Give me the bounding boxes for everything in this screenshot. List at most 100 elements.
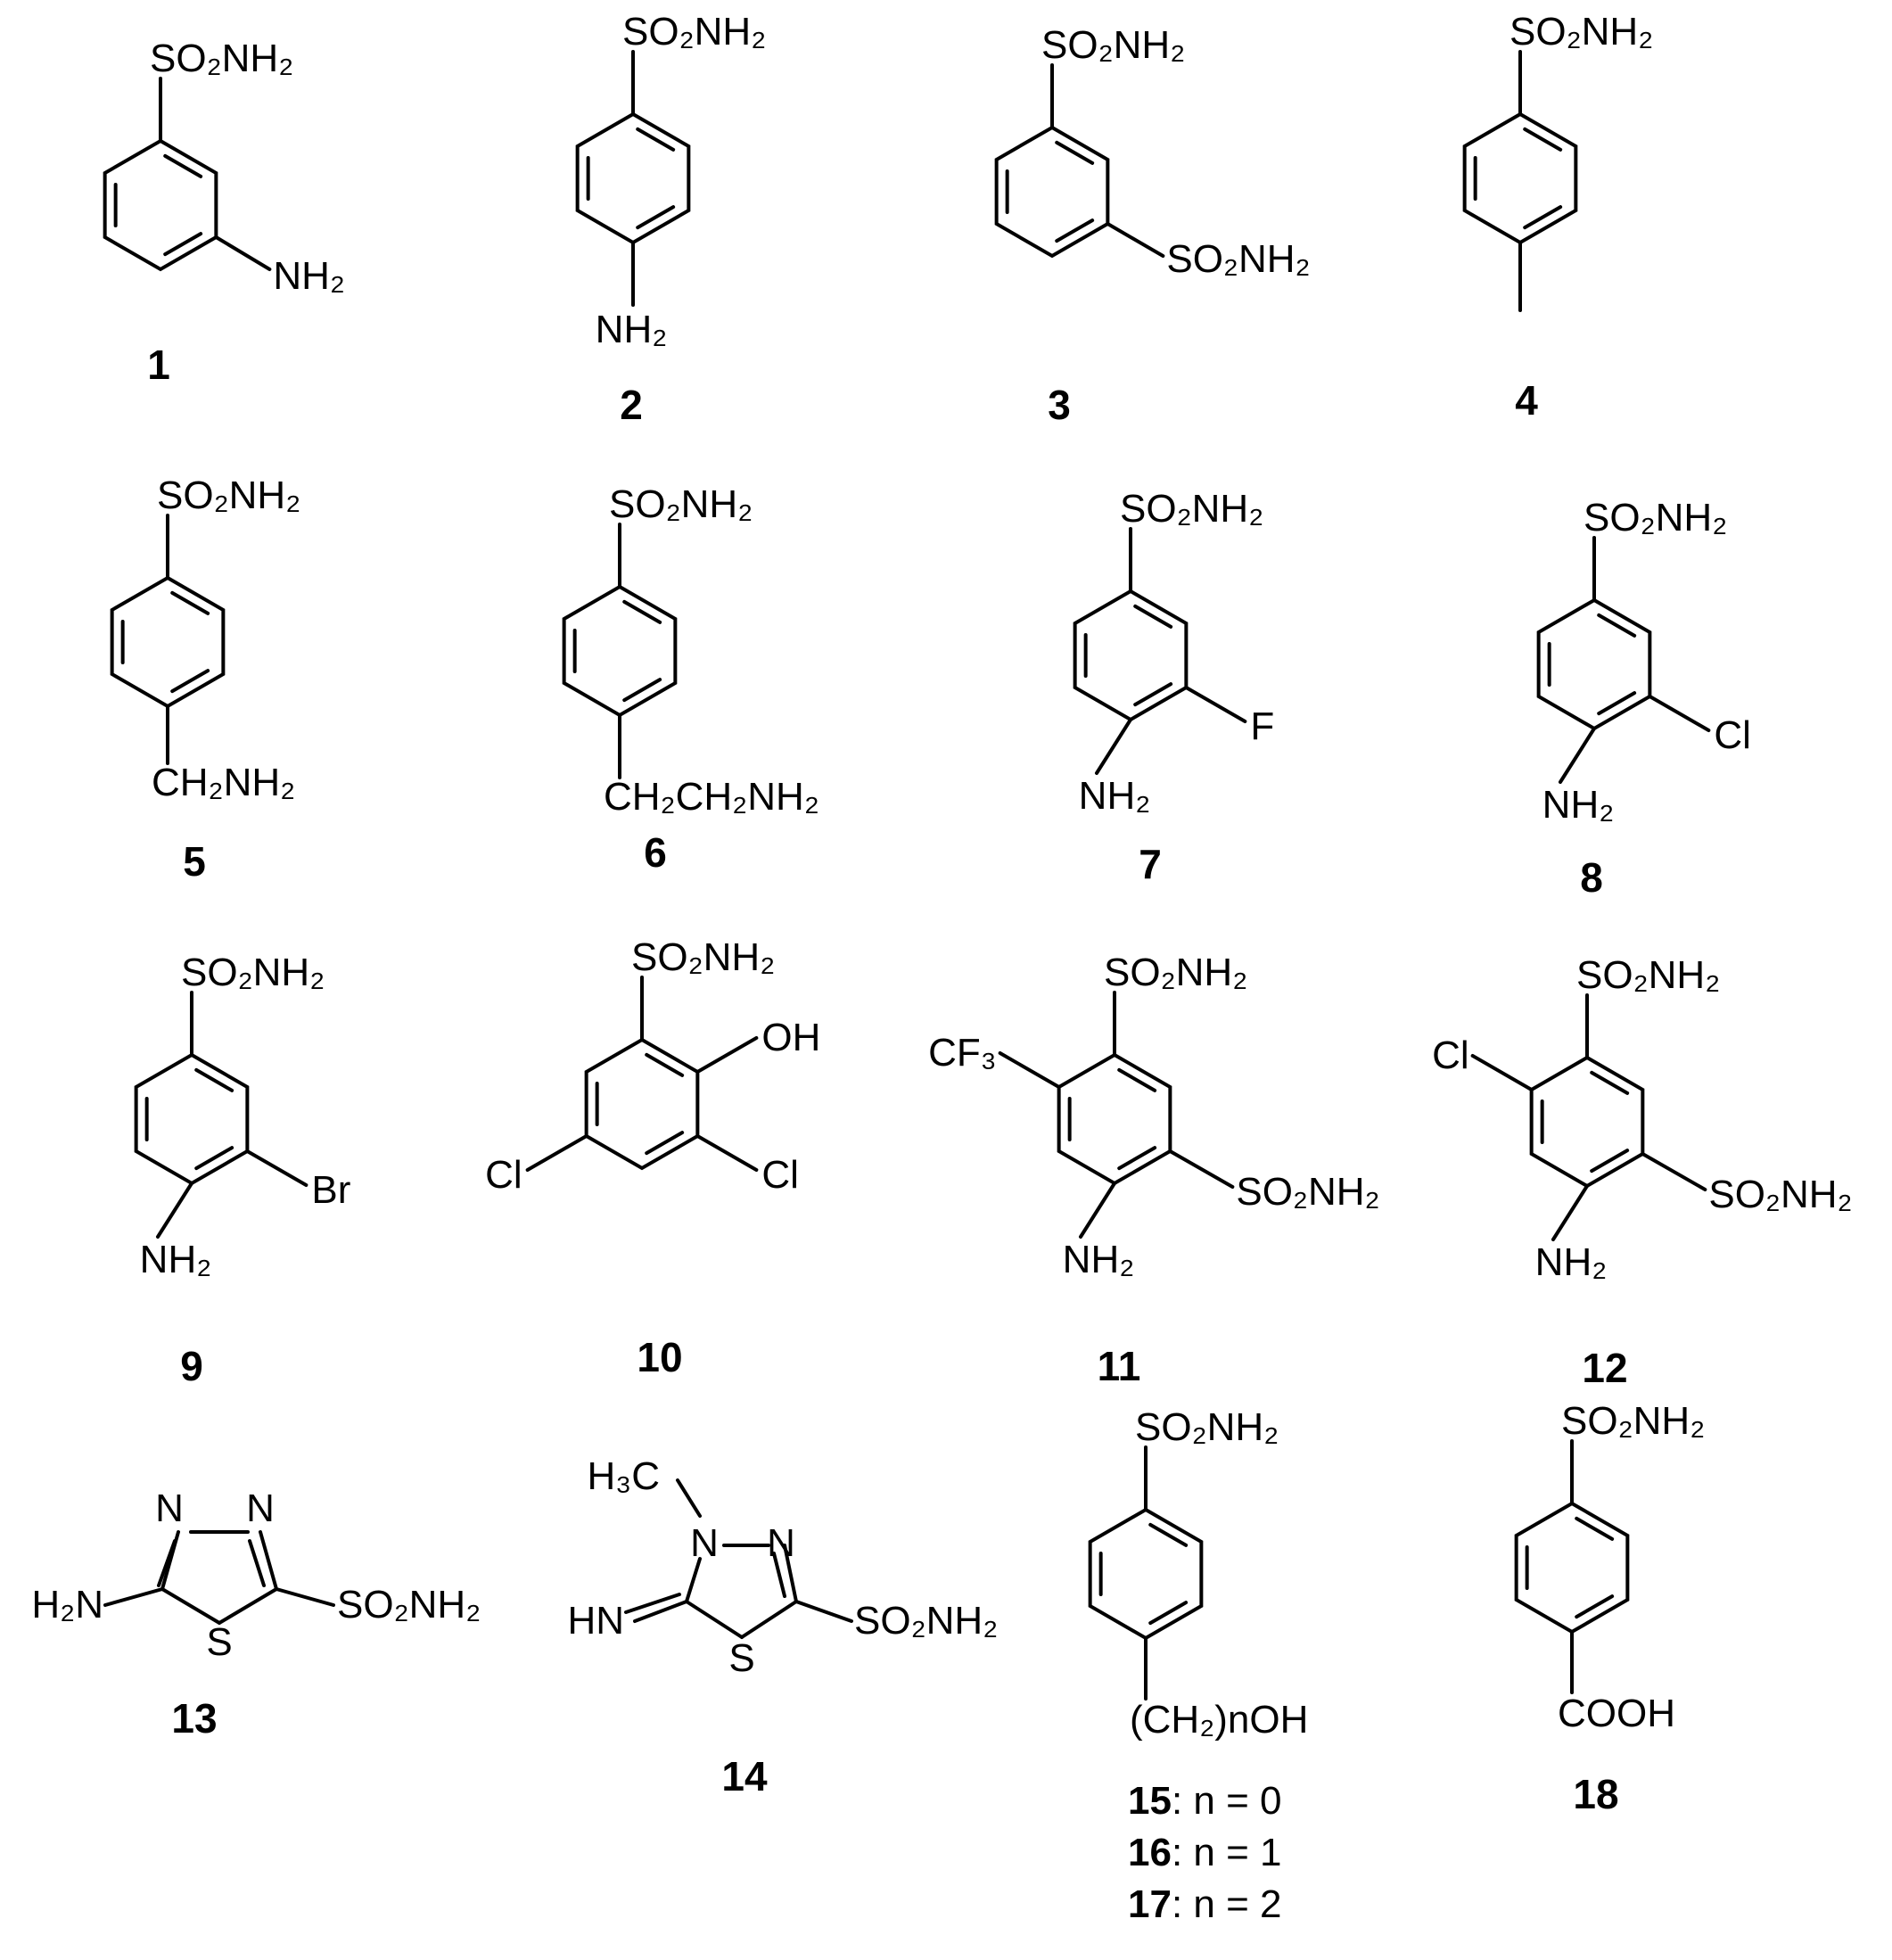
ring-s-label: S (206, 1620, 232, 1664)
compound-number: 7 (1139, 841, 1162, 887)
series-caption: 16: n = 1 (1128, 1831, 1282, 1874)
bond-line (633, 1600, 688, 1623)
ring-n-label: N (767, 1521, 795, 1565)
sulfonamide-label: SO₂NH₂ (150, 37, 293, 80)
double-bond-line (1133, 682, 1173, 707)
series-caption: 15: n = 0 (1128, 1779, 1282, 1823)
bond-line (1095, 718, 1132, 775)
bond-line (1648, 695, 1711, 732)
compound-number: 1 (147, 342, 170, 388)
ring-n-label: N (155, 1486, 184, 1530)
atom-label: SO₂NH₂ (1236, 1170, 1379, 1214)
methyl-label: H₃C (588, 1454, 660, 1498)
double-bond-line (1575, 1594, 1615, 1619)
atom-label: CF₃ (928, 1031, 997, 1075)
compound-number: 10 (637, 1334, 682, 1380)
double-bond-line (622, 678, 662, 703)
double-bond-line (645, 1052, 685, 1077)
bond-line (275, 1587, 335, 1607)
double-bond-line (1117, 1067, 1157, 1092)
atom-label: Cl (1432, 1034, 1469, 1077)
double-bond-line (1055, 140, 1095, 165)
double-bond-line (163, 153, 203, 178)
atom-label: SO₂NH₂ (1135, 1405, 1279, 1449)
bond-line (218, 1587, 278, 1625)
double-bond-line (1590, 1149, 1630, 1174)
atom-label: SO₂NH₂ (1120, 487, 1263, 531)
double-bond-line (163, 232, 203, 257)
benzene-ring (103, 138, 218, 272)
double-bond-line (1597, 691, 1637, 716)
bond-line (1106, 222, 1165, 258)
bond-line (685, 1600, 744, 1639)
atom-label: NH₂ (140, 1238, 212, 1281)
atom-label: SO₂NH₂ (1561, 1399, 1705, 1443)
bond-line (1551, 1184, 1589, 1241)
bond-line (245, 1149, 308, 1187)
benzene-ring (1073, 589, 1189, 722)
benzene-ring (562, 584, 678, 718)
bond-line (695, 1036, 759, 1074)
double-bond-line (157, 1539, 177, 1587)
double-bond-line (1148, 1522, 1189, 1547)
compound-number: 11 (1098, 1343, 1141, 1389)
atom-label: SO₂NH₂ (1166, 237, 1310, 281)
atom-label: OH (761, 1016, 820, 1059)
atom-label: (CH₂)nOH (1130, 1698, 1308, 1742)
bond-line (740, 1600, 798, 1639)
bonds-layer (103, 50, 1711, 1701)
ring-n-label: N (690, 1521, 719, 1565)
compound-number: 5 (183, 838, 206, 885)
compound-number: 18 (1573, 1771, 1618, 1817)
atom-label: SO₂NH₂ (1041, 23, 1185, 67)
double-bond-line (1055, 218, 1095, 243)
atom-label: SO₂NH₂ (1576, 953, 1720, 997)
double-bond-line (1590, 1070, 1630, 1095)
double-bond-line (772, 1552, 786, 1598)
bond-line (998, 1051, 1061, 1089)
atom-label: SO₂NH₂ (631, 935, 775, 979)
bond-line (525, 1134, 588, 1172)
atom-label: NH₂ (1063, 1238, 1135, 1281)
bond-line (156, 1182, 193, 1239)
compound-number: 14 (721, 1753, 768, 1799)
labels-layer: SO₂NH₂NH₂1SO₂NH₂NH₂2SO₂NH₂SO₂NH₂3SO₂NH₂4… (31, 10, 1852, 1926)
benzene-ring (584, 1037, 700, 1171)
compound-number: 9 (180, 1343, 203, 1389)
atom-label: Cl (1714, 713, 1751, 757)
benzene-ring (1057, 1052, 1172, 1186)
double-bond-line (1133, 604, 1173, 629)
compound-number: 4 (1515, 377, 1538, 424)
double-bond-line (1575, 1516, 1615, 1541)
double-bond-line (248, 1539, 266, 1587)
compound-number: 6 (644, 829, 667, 876)
double-bond-line (624, 1593, 681, 1614)
atom-label: NH₂ (1535, 1240, 1608, 1284)
atom-label: CH₂CH₂NH₂ (604, 775, 819, 819)
bond-line (1184, 686, 1247, 723)
double-bond-line (1523, 205, 1563, 230)
bond-line (1559, 727, 1596, 784)
benzene-ring (1088, 1507, 1204, 1641)
double-bond-line (1148, 1601, 1189, 1626)
atom-label: SO₂NH₂ (1509, 10, 1653, 54)
sulfonamide-label: SO₂NH₂ (854, 1599, 998, 1643)
double-bond-line (636, 127, 676, 152)
benzene-ring (1529, 1055, 1645, 1189)
atom-label: F (1250, 704, 1274, 748)
double-bond-line (622, 599, 662, 624)
atom-label: SO₂NH₂ (157, 474, 300, 517)
atom-label: NH₂ (596, 308, 668, 351)
benzene-ring (110, 575, 226, 709)
ring-s-label: S (728, 1636, 754, 1680)
bond-line (259, 1530, 278, 1591)
double-bond-line (1117, 1146, 1157, 1171)
benzene-ring (1514, 1501, 1630, 1635)
bond-line (783, 1544, 798, 1603)
atom-label: NH₂ (1079, 774, 1151, 818)
double-bond-line (170, 669, 210, 694)
benzene-ring (1462, 111, 1578, 245)
double-bond-line (1597, 613, 1637, 638)
ring-n-label: N (246, 1486, 275, 1530)
atom-label: SO₂NH₂ (1708, 1173, 1852, 1216)
